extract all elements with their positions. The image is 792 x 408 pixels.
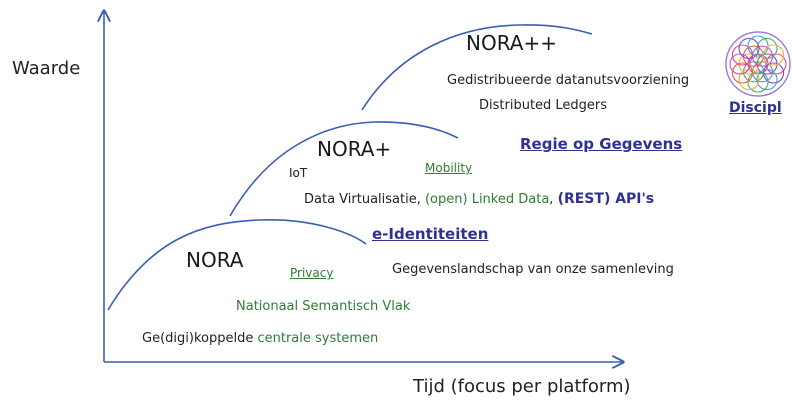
logo-petal-circle (747, 53, 769, 75)
e-identity-link[interactable]: e-Identiteiten (372, 225, 489, 243)
logo-petal-circle (756, 69, 778, 91)
data-virtualisation-line: Data Virtualisatie, (open) Linked Data, … (304, 192, 654, 206)
logo-petal-circle (763, 44, 785, 66)
y-axis-label: Waarde (12, 58, 81, 79)
nora-plus-curve (229, 121, 459, 217)
discipl-logo[interactable] (724, 30, 792, 98)
logo-petal-circle (731, 44, 753, 66)
linked-data-label: (open) Linked Data (424, 192, 550, 207)
semantic-layer-label: Nationaal Semantisch Vlak (236, 299, 411, 314)
logo-petal-circle (729, 53, 751, 75)
x-axis-label: Tijd (focus per platform) (413, 376, 631, 397)
mobility-link[interactable]: Mobility (425, 161, 473, 175)
discipl-link[interactable]: Discipl (729, 100, 782, 116)
logo-petal-circle (747, 35, 769, 57)
logo-petal-circle (765, 53, 787, 75)
distributed-supply-label: Gedistribueerde datanutsvoorziening (447, 73, 690, 88)
rest-api-label: (REST) API's (557, 191, 655, 207)
coupled-systems-label: Ge(digi)koppelde centrale systemen (142, 332, 378, 345)
logo-petal-circle (747, 71, 769, 93)
nora-curve (107, 219, 367, 311)
regie-op-gegevens-link[interactable]: Regie op Gegevens (520, 135, 683, 153)
data-landscape-label: Gegevenslandschap van onze samenleving (392, 262, 674, 277)
stage-nora-plusplus-title: NORA++ (466, 31, 557, 55)
logo-petal-circle (738, 69, 760, 91)
logo-petal-circle (763, 62, 785, 84)
data-virtualisation-label: Data Virtualisatie, (304, 192, 425, 207)
distributed-ledgers-label: Distributed Ledgers (479, 98, 608, 113)
stage-nora-title: NORA (186, 248, 244, 272)
coupled-systems-prefix: Ge(digi)koppelde (142, 331, 258, 346)
logo-outer-ring (725, 31, 791, 97)
logo-petal-circle (738, 37, 760, 59)
stage-nora-plus-title: NORA+ (317, 137, 392, 161)
comma-separator: , (549, 192, 558, 207)
logo-petal-circle (731, 62, 753, 84)
central-systems-label: centrale systemen (257, 331, 379, 346)
logo-petal-circle (756, 37, 778, 59)
iot-label: IoT (289, 166, 308, 180)
nora-plusplus-curve (361, 24, 593, 111)
privacy-link[interactable]: Privacy (290, 266, 334, 280)
